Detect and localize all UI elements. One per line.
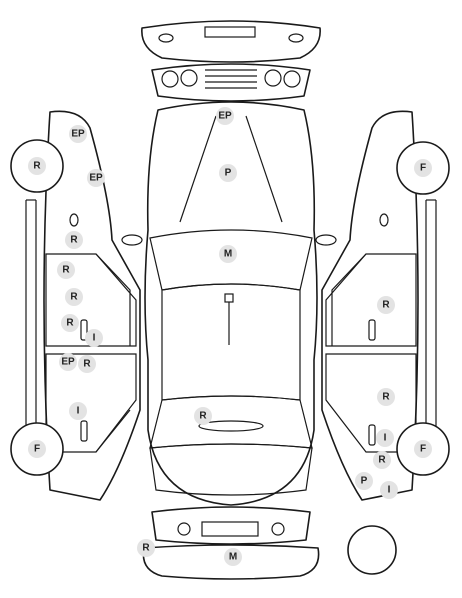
damage-marker[interactable]: R [194, 407, 212, 425]
damage-marker[interactable]: EP [59, 353, 77, 371]
damage-marker[interactable]: R [78, 355, 96, 373]
svg-text:R: R [382, 300, 390, 311]
damage-marker[interactable]: I [85, 329, 103, 347]
tire-label: F [420, 444, 426, 455]
damage-marker[interactable]: EP [216, 107, 234, 125]
svg-text:R: R [83, 359, 91, 370]
svg-text:P: P [361, 476, 368, 487]
svg-text:M: M [229, 552, 237, 563]
damage-marker[interactable]: EP [69, 125, 87, 143]
front-bumper-view [141, 20, 321, 63]
spare-tire [347, 525, 397, 575]
svg-text:R: R [199, 411, 207, 422]
svg-text:R: R [66, 318, 74, 329]
svg-text:M: M [224, 249, 232, 260]
svg-text:I: I [77, 406, 80, 417]
damage-marker[interactable]: P [355, 472, 373, 490]
damage-marker[interactable]: P [219, 164, 237, 182]
damage-marker[interactable]: I [69, 402, 87, 420]
damage-marker[interactable]: M [219, 245, 237, 263]
damage-marker[interactable]: M [224, 548, 242, 566]
svg-text:EP: EP [89, 173, 103, 184]
damage-markers: EP P M R EP EP R R R R I EP R I R R I R … [57, 107, 398, 566]
tire-label: F [34, 444, 40, 455]
damage-marker[interactable]: EP [87, 169, 105, 187]
svg-text:I: I [93, 333, 96, 344]
tire-label: F [420, 163, 426, 174]
car-body-top-view [121, 101, 337, 506]
damage-marker[interactable]: R [377, 388, 395, 406]
svg-text:R: R [142, 543, 150, 554]
svg-text:R: R [62, 265, 70, 276]
svg-text:R: R [382, 392, 390, 403]
tire-right-front: F [396, 422, 450, 476]
svg-text:EP: EP [61, 357, 75, 368]
svg-text:EP: EP [71, 129, 85, 140]
svg-text:R: R [70, 292, 78, 303]
svg-text:P: P [225, 168, 232, 179]
tire-right-rear: F [396, 141, 450, 195]
rear-bumper-view [142, 506, 320, 580]
svg-text:EP: EP [218, 111, 232, 122]
tire-label: R [33, 161, 41, 172]
damage-marker[interactable]: R [65, 288, 83, 306]
damage-marker[interactable]: R [373, 451, 391, 469]
tire-left-rear: R [10, 139, 64, 193]
svg-text:I: I [384, 433, 387, 444]
damage-marker[interactable]: R [377, 296, 395, 314]
tire-left-front: F [10, 422, 64, 476]
svg-text:R: R [70, 235, 78, 246]
svg-text:R: R [378, 455, 386, 466]
damage-marker[interactable]: I [376, 429, 394, 447]
right-side-view [321, 110, 437, 501]
damage-marker[interactable]: R [137, 539, 155, 557]
front-grille-view [151, 63, 311, 102]
svg-text:I: I [388, 485, 391, 496]
damage-marker[interactable]: R [65, 231, 83, 249]
damage-marker[interactable]: R [61, 314, 79, 332]
damage-marker[interactable]: I [380, 481, 398, 499]
damage-marker[interactable]: R [57, 261, 75, 279]
